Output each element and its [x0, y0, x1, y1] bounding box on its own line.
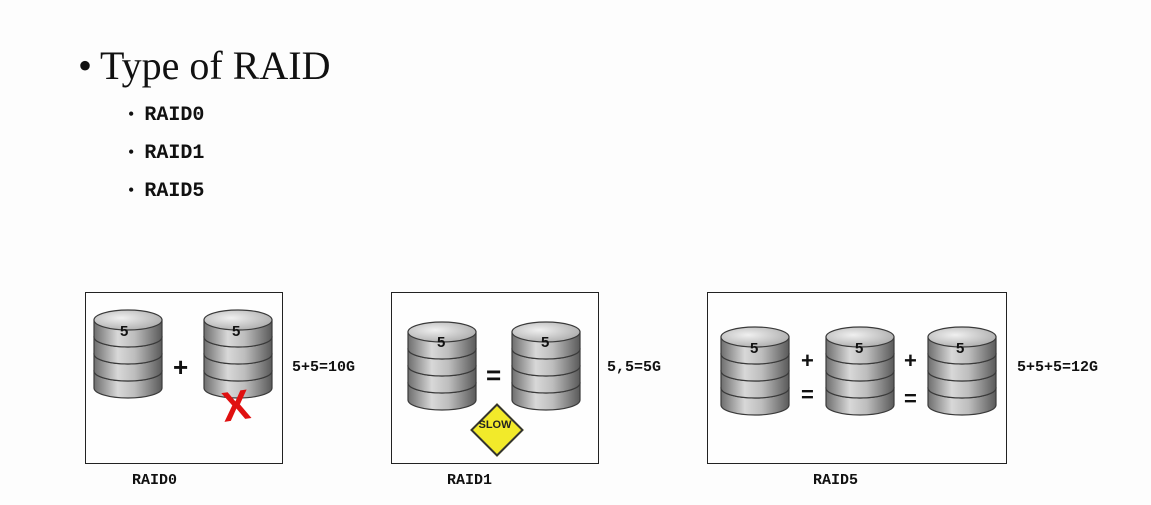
raid-type-list: • RAID0 • RAID1 • RAID5: [128, 95, 204, 209]
disk-stack-icon: [825, 326, 895, 416]
raid1-capacity-formula: 5,5=5G: [607, 359, 662, 376]
list-item: • RAID1: [128, 133, 204, 171]
slide-title: •Type of RAID: [78, 42, 331, 90]
disk-label: 5: [120, 323, 129, 340]
list-item: • RAID5: [128, 171, 204, 209]
disk-label: 5: [750, 340, 759, 357]
list-bullet: •: [128, 142, 135, 162]
plus-operator: +: [904, 348, 917, 373]
list-item-label: RAID1: [144, 142, 205, 165]
raid5-caption: RAID5: [813, 472, 859, 489]
raid1-caption: RAID1: [447, 472, 493, 489]
disk-stack-icon: [93, 309, 163, 399]
raid0-caption: RAID0: [132, 472, 178, 489]
list-item: • RAID0: [128, 95, 204, 133]
list-item-label: RAID0: [144, 104, 205, 127]
list-bullet: •: [128, 180, 135, 200]
disk-label: 5: [541, 334, 550, 351]
disk-stack-icon: [927, 326, 997, 416]
disk-stack-icon: [203, 309, 273, 399]
disk-label: 5: [437, 334, 446, 351]
equals-operator: =: [801, 382, 814, 407]
plus-operator: +: [801, 348, 814, 373]
equals-operator: =: [486, 360, 502, 390]
raid0-capacity-formula: 5+5=10G: [292, 359, 356, 376]
disk-stack-icon: [511, 321, 581, 411]
raid5-capacity-formula: 5+5+5=12G: [1017, 359, 1099, 376]
disk-label: 5: [956, 340, 965, 357]
disk-label: 5: [855, 340, 864, 357]
disk-stack-icon: [407, 321, 477, 411]
list-bullet: •: [128, 104, 135, 124]
plus-operator: +: [173, 352, 189, 382]
equals-operator: =: [904, 386, 917, 411]
slow-sign-text: SLOW: [478, 419, 512, 431]
slide-title-text: Type of RAID: [100, 43, 331, 88]
disk-label: 5: [232, 323, 241, 340]
list-item-label: RAID5: [144, 180, 205, 203]
disk-stack-icon: [720, 326, 790, 416]
slow-sign-icon: SLOW: [470, 403, 524, 457]
title-bullet: •: [78, 43, 93, 88]
